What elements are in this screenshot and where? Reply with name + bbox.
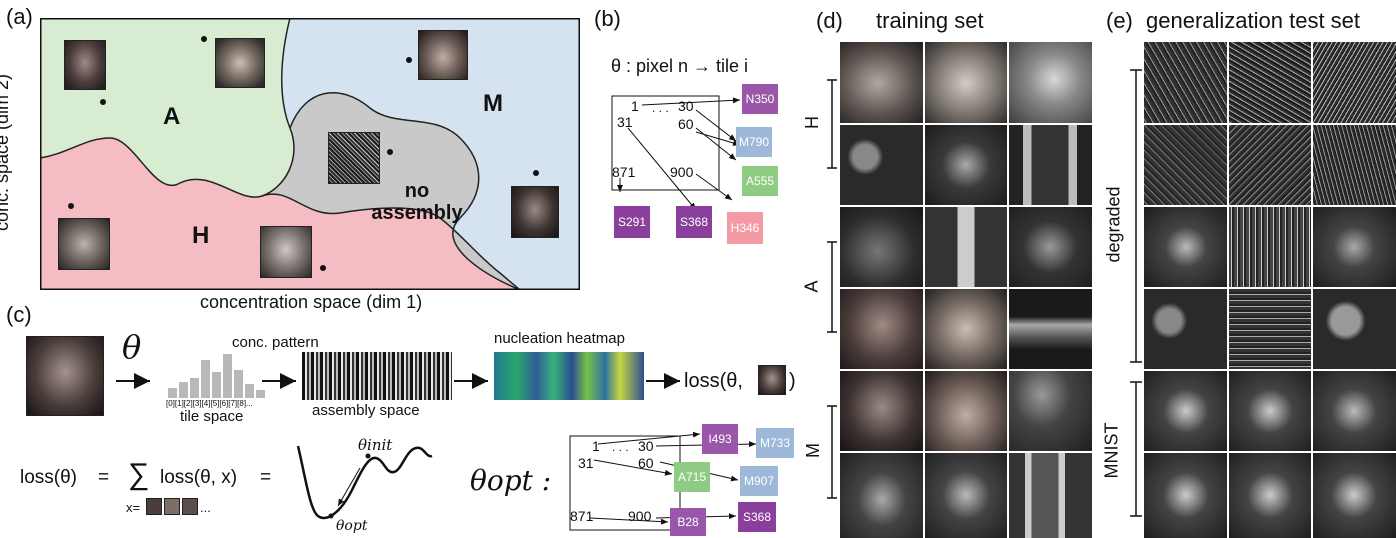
- assembly-space-label: assembly space: [312, 402, 420, 419]
- sample-dot: [100, 99, 106, 105]
- region-m-label: M: [483, 90, 503, 117]
- sample-dot: [387, 149, 393, 155]
- nucleation-heatmap: [494, 352, 644, 400]
- panel-e-brackets: [1130, 69, 1142, 517]
- panel-b-label: (b): [594, 6, 621, 31]
- eq-sum: ∑: [128, 458, 150, 491]
- grid-label-30: 30: [678, 98, 694, 114]
- panel-c-arrows: [116, 373, 680, 389]
- eq-face-thumbnail: [146, 498, 162, 515]
- sample-dot: [406, 57, 412, 63]
- panel-e-title: generalization test set: [1146, 8, 1361, 33]
- panel-e-label: (e): [1106, 8, 1133, 33]
- eq-face-thumbnail: [182, 498, 198, 515]
- theta-symbol: θ: [122, 328, 142, 366]
- tile-i493: I493: [702, 424, 738, 454]
- loss-label: loss(θ,: [684, 370, 743, 392]
- c-grid-label-871: 871: [570, 508, 594, 524]
- c-grid-label-30: 30: [638, 438, 654, 454]
- eq-equals2: =: [260, 467, 272, 488]
- loss-face-thumbnail: [758, 365, 786, 395]
- face-thumbnail: [58, 218, 110, 270]
- panel-b-mapping: [611, 95, 741, 211]
- loss-landscape: [296, 445, 433, 520]
- tile-h346: H346: [727, 212, 763, 244]
- row-label-mnist: MNIST: [1101, 422, 1122, 479]
- panel-b-title: θ : pixel n → tile i: [611, 56, 749, 76]
- tile-m733: M733: [756, 428, 794, 458]
- c-grid-label-dots: . . .: [612, 440, 629, 454]
- row-label-degraded: degraded: [1103, 186, 1124, 263]
- theta-opt: θopt :: [470, 464, 552, 497]
- grid-label-60: 60: [678, 116, 694, 132]
- region-none-area: [262, 92, 520, 290]
- sample-dot: [68, 203, 74, 209]
- face-thumbnail: [511, 186, 559, 238]
- c-grid-label-60: 60: [638, 455, 654, 471]
- conc-pattern-bars: [168, 354, 265, 398]
- grid-label-871: 871: [612, 164, 636, 180]
- panel-d-title: training set: [876, 8, 984, 33]
- tile-ticks: [0][1][2][3][4][5][6][7][8]...: [166, 399, 253, 408]
- panel-a-label: (a): [6, 4, 33, 29]
- panel-a-map: [40, 18, 580, 290]
- eq-loss: loss(θ): [20, 467, 78, 488]
- c-grid-label-1: 1: [592, 438, 600, 454]
- loss-close: ): [789, 370, 796, 392]
- input-face-image: [26, 336, 104, 416]
- theta-opt-small: θopt: [336, 518, 368, 534]
- panel-d-label: (d): [816, 8, 843, 33]
- tile-n350: N350: [742, 84, 778, 114]
- tile-m907: M907: [740, 466, 778, 496]
- region-none-label: no assembly: [371, 180, 463, 224]
- theta-init: θinit: [358, 436, 393, 454]
- grid-label-31: 31: [617, 114, 633, 130]
- grid-label-900: 900: [670, 164, 694, 180]
- tile-s368: S368: [676, 206, 712, 238]
- face-thumbnail: [64, 40, 106, 90]
- tile-a555: A555: [742, 166, 778, 196]
- region-h-area: [40, 138, 520, 290]
- eq-equals: =: [98, 467, 110, 488]
- face-thumbnail: [215, 38, 265, 88]
- eq-dots: ...: [200, 500, 211, 515]
- eq-face-thumbnail: [164, 498, 180, 515]
- axis-x-label: concentration space (dim 1): [200, 292, 423, 312]
- eq-x: x=: [126, 500, 141, 515]
- row-label-a: A: [801, 280, 822, 293]
- row-label-h: H: [802, 116, 822, 129]
- conc-pattern-title: conc. pattern: [232, 334, 319, 351]
- tile-space-label: tile space: [180, 408, 244, 425]
- c-grid-label-31: 31: [578, 455, 594, 471]
- eq-term: loss(θ, x): [160, 467, 238, 488]
- panel-d-brackets: [827, 79, 837, 499]
- assembly-image: [302, 352, 452, 400]
- region-a-label: A: [163, 103, 181, 130]
- tile-b28: B28: [670, 508, 706, 536]
- row-label-m: M: [803, 443, 823, 458]
- sample-dot: [533, 170, 539, 176]
- grid-label-1: 1: [631, 98, 639, 114]
- heatmap-title: nucleation heatmap: [494, 330, 625, 347]
- c-grid-label-900: 900: [628, 508, 652, 524]
- region-h-label: H: [192, 222, 210, 249]
- panel-c-label: (c): [6, 302, 32, 327]
- tile-s368-c: S368: [738, 502, 776, 532]
- sample-dot: [320, 265, 326, 271]
- face-thumbnail: [418, 30, 468, 80]
- tile-s291: S291: [614, 206, 650, 238]
- noise-thumbnail: [328, 132, 380, 184]
- tile-m790: M790: [736, 127, 772, 157]
- training-grid: [840, 42, 1092, 538]
- face-thumbnail: [260, 226, 312, 278]
- tile-a715: A715: [674, 462, 710, 492]
- sample-dot: [201, 36, 207, 42]
- test-grid: [1144, 42, 1396, 538]
- grid-label-dots: . . .: [652, 101, 669, 115]
